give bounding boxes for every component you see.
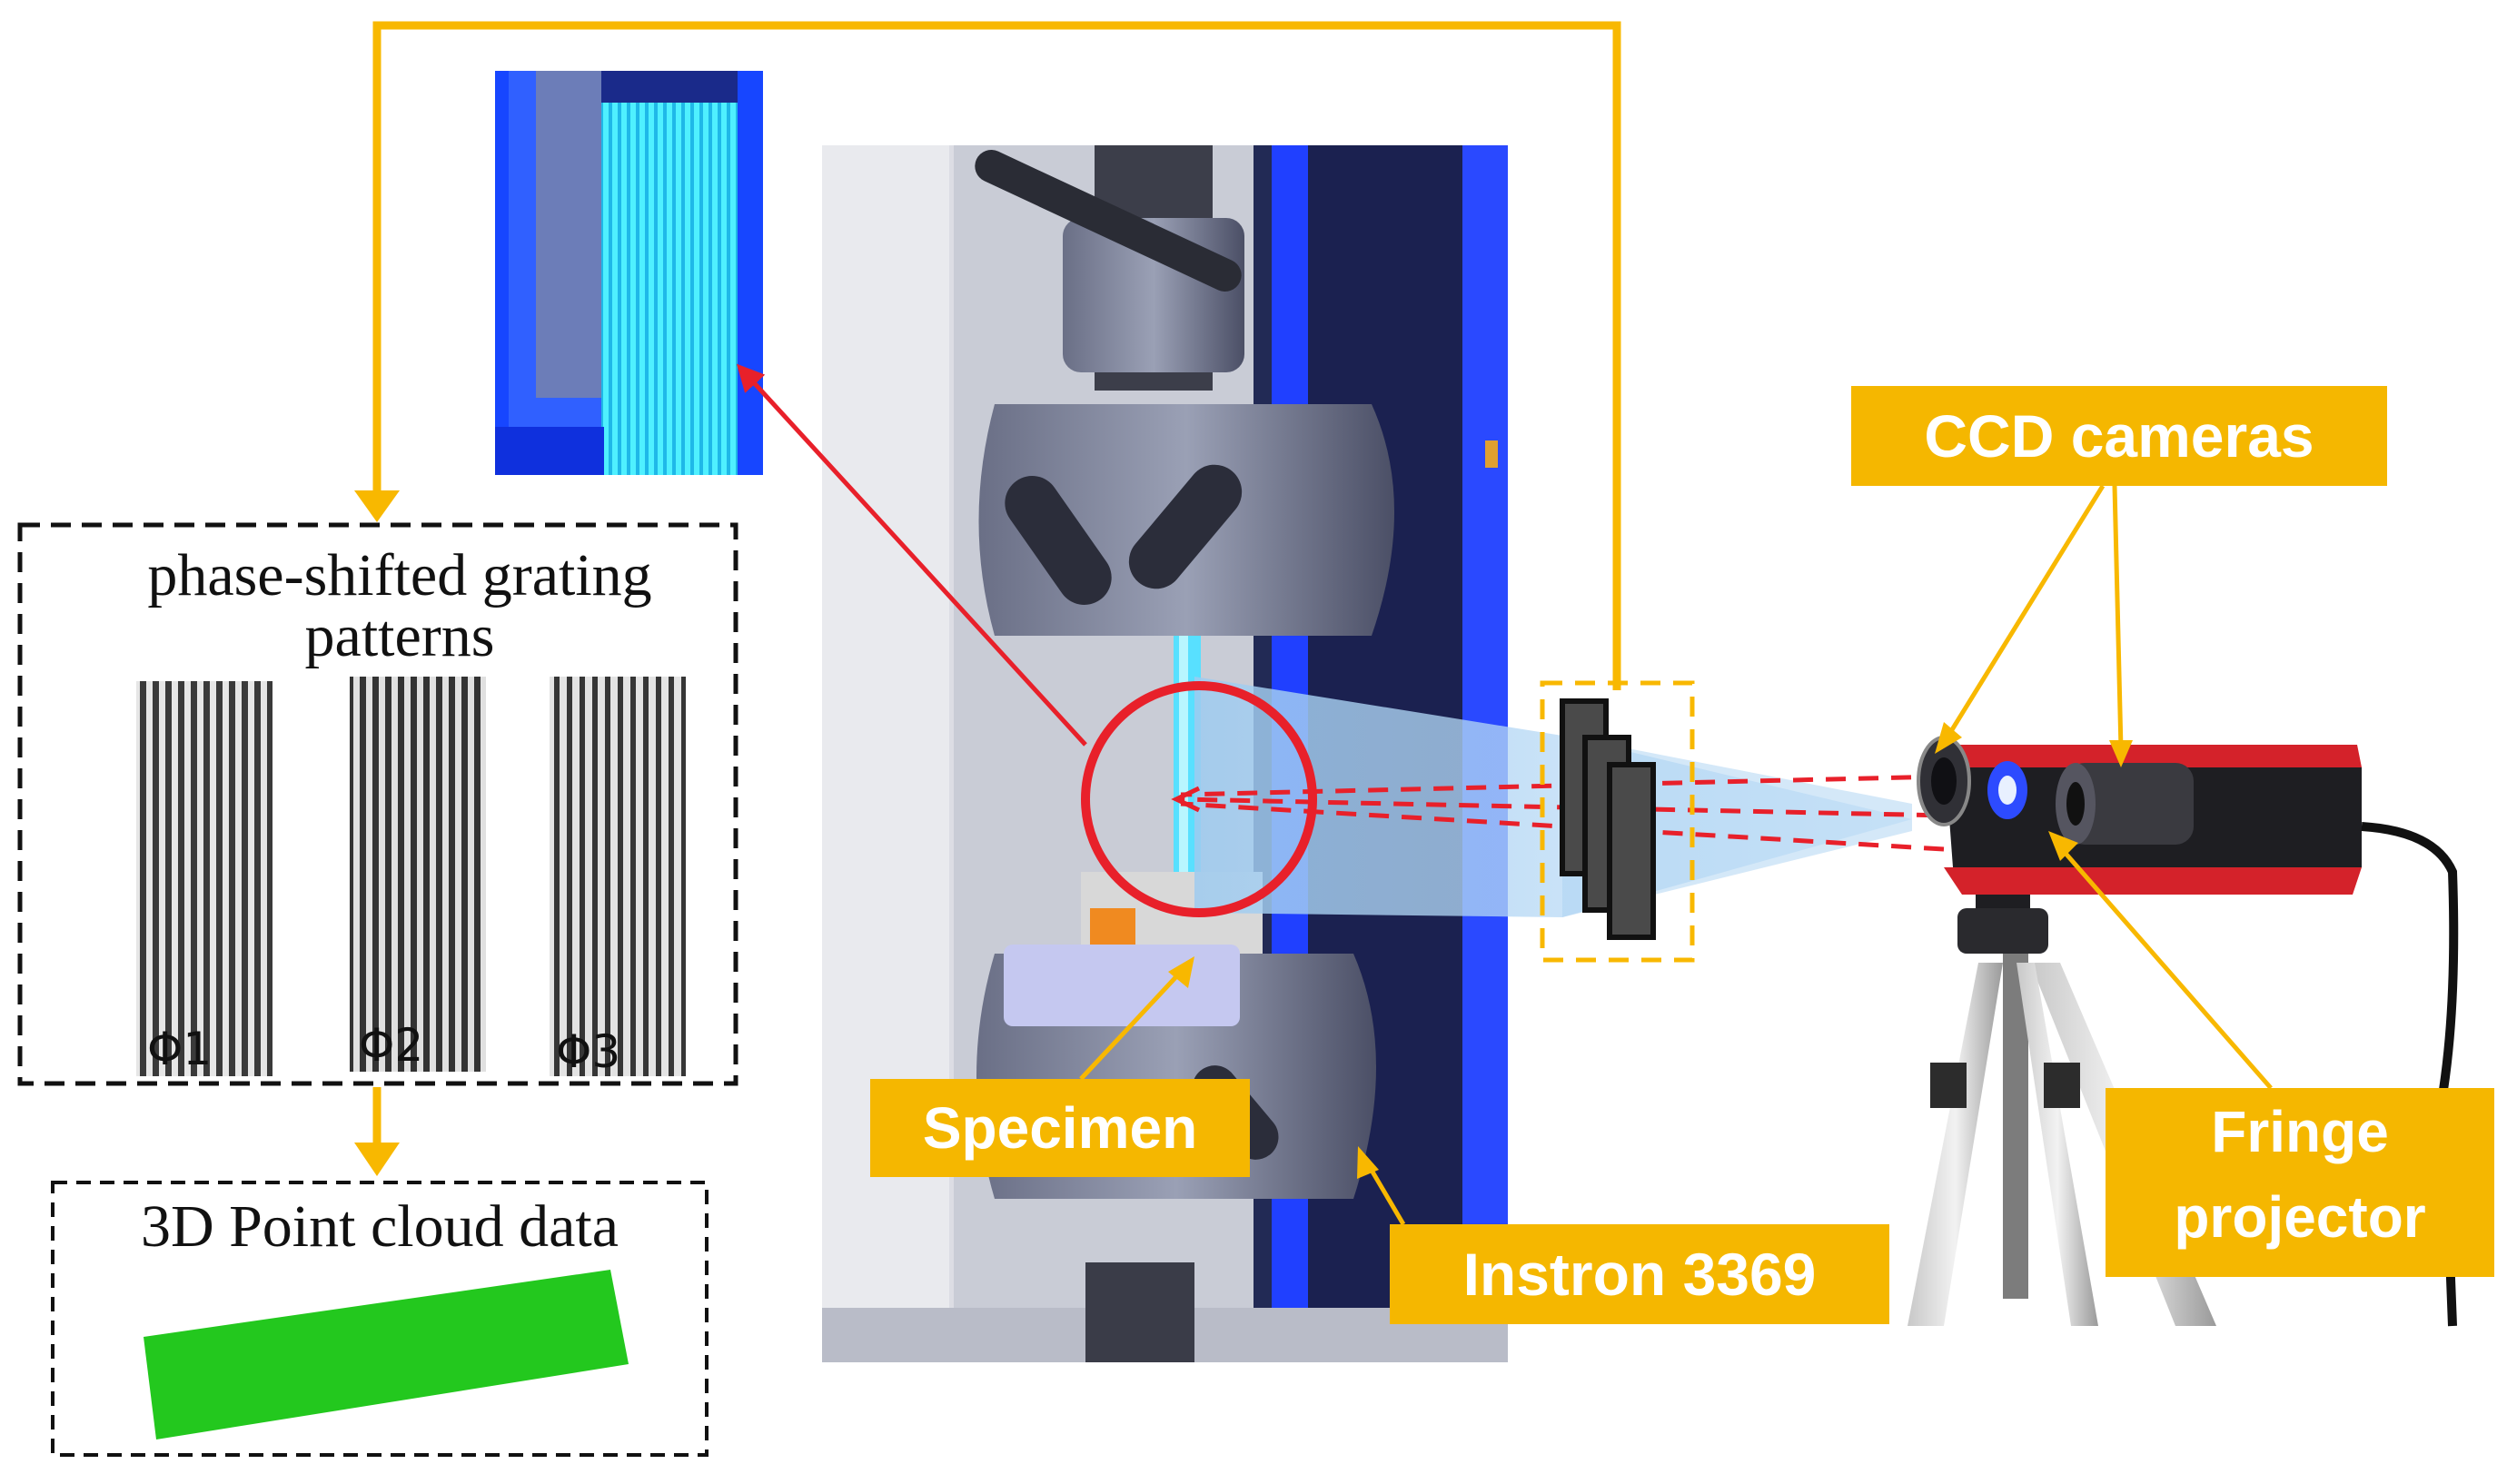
grating-patterns-panel: phase-shifted grating patterns Φ1 Φ2 Φ3: [17, 522, 738, 1086]
grating-to-pointcloud-connector: [354, 1087, 400, 1176]
ccd-cameras-text: CCD cameras: [1924, 402, 2314, 470]
ccd-cameras-label: CCD cameras: [1851, 386, 2387, 767]
arrow-icon: [1357, 1146, 1379, 1179]
camera-icon: [2056, 763, 2194, 845]
camera-icon: [1917, 736, 1971, 826]
arrow-icon: [1168, 956, 1194, 988]
arrow-icon: [1935, 722, 1962, 754]
fringe-frames-stack: [1540, 680, 1695, 963]
grating-title-line2: patterns: [305, 603, 495, 669]
arrow-icon: [354, 1143, 400, 1176]
instron-label: Instron 3369: [1357, 1146, 1889, 1324]
camera-projector-unit: [1917, 736, 2459, 1327]
point-cloud-title: 3D Point cloud data: [141, 1193, 619, 1260]
specimen-highlight-circle: [1081, 681, 1317, 917]
specimen-text: Specimen: [923, 1095, 1197, 1161]
point-cloud-shape: [144, 1270, 629, 1439]
fringe-text-line2: projector: [2174, 1184, 2425, 1250]
zoom-arrow: [736, 363, 1087, 747]
arrow-icon: [1171, 786, 1201, 813]
feedback-loop-connector: [354, 21, 1621, 690]
arrow-icon: [354, 490, 400, 522]
point-cloud-panel: 3D Point cloud data: [51, 1181, 709, 1457]
instron-text: Instron 3369: [1463, 1241, 1817, 1308]
grating-pattern-1: [136, 681, 273, 1076]
projector-icon: [1987, 761, 2027, 819]
phase-label-2: Φ2: [359, 1019, 423, 1072]
fringe-text-line1: Fringe: [2211, 1099, 2389, 1164]
grating-pattern-3: [550, 677, 686, 1076]
specimen-label: Specimen: [870, 956, 1250, 1177]
arrow-icon: [2109, 740, 2133, 767]
zoomed-fringe-photo: [495, 71, 763, 475]
grating-pattern-2: [350, 677, 486, 1072]
arrow-icon: [2048, 831, 2078, 861]
phase-label-3: Φ3: [556, 1025, 620, 1078]
phase-label-1: Φ1: [147, 1023, 212, 1075]
fringe-projector-label: Fringe projector: [2048, 831, 2494, 1277]
grating-title-line1: phase-shifted grating: [147, 542, 651, 608]
